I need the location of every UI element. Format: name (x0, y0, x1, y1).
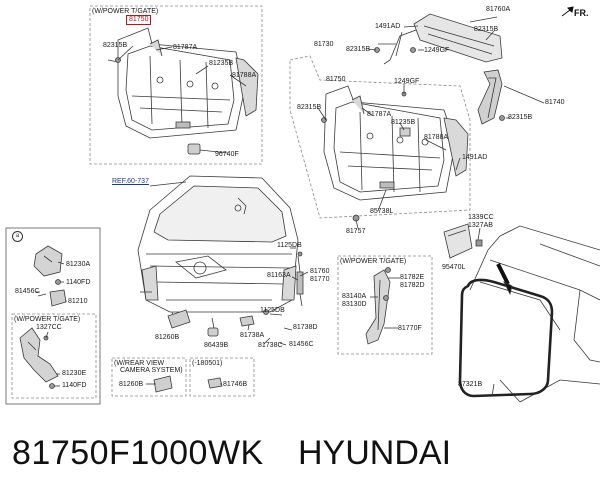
ref-link[interactable]: REF.60-737 (112, 178, 149, 185)
part-number-caption: 81750F1000WK (12, 434, 264, 472)
part-label[interactable]: 81770 (310, 276, 330, 283)
part-label[interactable]: 81788A (232, 72, 257, 79)
vehicle-perspective (469, 225, 600, 403)
part-label[interactable]: 1327CC (36, 324, 62, 331)
front-direction-arrow-icon (561, 6, 574, 17)
part-label[interactable]: 81750 (326, 76, 346, 83)
part-label[interactable]: 82315B (508, 114, 533, 121)
tailgate-inner-panel-power (107, 27, 259, 155)
box-header-rear-view-2: CAMERA SYSTEM) (120, 367, 183, 374)
brand-caption: HYUNDAI (298, 434, 452, 472)
power-latch-assembly (19, 327, 59, 389)
part-label[interactable]: 87321B (458, 381, 483, 388)
box-power-tgate-mid (337, 255, 433, 355)
part-label[interactable]: 81163A (267, 272, 291, 279)
box-header-power-tgate-left: (W/POWER T/GATE) (14, 316, 81, 323)
part-label[interactable]: 81787A (367, 111, 392, 118)
part-label[interactable]: 82315B (346, 46, 371, 53)
box-header-power-tgate-top: (W/POWER T/GATE) (92, 8, 159, 15)
part-label[interactable]: 1125DB (277, 242, 302, 249)
highlighted-part-label[interactable]: 81750 (126, 15, 152, 25)
part-label[interactable]: 81746B (223, 381, 248, 388)
part-label[interactable]: 81230A (66, 261, 91, 268)
part-label[interactable]: 81260B (155, 334, 180, 341)
part-label[interactable]: 81260B (119, 381, 144, 388)
box-header-date-code: (-180501) (192, 360, 223, 367)
part-label[interactable]: 81760 (310, 268, 330, 275)
part-label[interactable]: 1249GF (394, 78, 420, 85)
part-label[interactable]: 81740 (545, 99, 565, 106)
part-label[interactable]: 1339CC (468, 214, 494, 221)
tailgate-upper-trim (374, 13, 503, 65)
side-trim-81740 (477, 69, 505, 125)
box-power-tgate-top (89, 5, 263, 165)
part-label[interactable]: 83140A (342, 293, 367, 300)
part-label[interactable]: 81738A (240, 332, 265, 339)
part-label[interactable]: 81782E (400, 274, 425, 281)
part-label[interactable]: 81210 (68, 298, 88, 305)
box-panel-81750 (289, 55, 471, 219)
box-detail-a (5, 227, 101, 405)
box-header-power-tgate-mid: (W/POWER T/GATE) (340, 258, 407, 265)
part-label[interactable]: 81235B (391, 119, 416, 126)
exploded-parts-diagram (5, 5, 600, 405)
vehicle-rear-body (137, 175, 299, 313)
direction-label: FR. (574, 8, 589, 18)
part-label[interactable]: 86439B (204, 342, 229, 349)
part-label[interactable]: 1140FD (62, 382, 87, 389)
part-label[interactable]: 81770F (398, 325, 422, 332)
power-strut-assembly (365, 267, 391, 345)
part-label[interactable]: 81456C (289, 341, 314, 348)
part-label[interactable]: 81230E (62, 370, 87, 377)
part-label[interactable]: 81235B (209, 60, 234, 67)
part-label[interactable]: 1491AD (462, 154, 488, 161)
box-header-rear-view-1: (W/REAR VIEW (114, 360, 165, 367)
part-label[interactable]: 1140FD (66, 279, 91, 286)
latch-assembly (33, 245, 67, 307)
part-label[interactable]: 82315B (474, 26, 499, 33)
part-label[interactable]: 81738D (293, 324, 318, 331)
weatherstrip-seal (458, 278, 554, 398)
box-date-code (189, 357, 255, 397)
part-label[interactable]: 81738C (258, 342, 283, 349)
box-power-tgate-left (11, 313, 97, 399)
part-label[interactable]: 83130D (342, 301, 367, 308)
part-label[interactable]: 81760A (486, 6, 511, 13)
tailgate-module (443, 223, 483, 259)
detail-marker: a (12, 231, 23, 242)
part-label[interactable]: 81757 (346, 228, 366, 235)
part-label[interactable]: 1491AD (375, 23, 401, 30)
part-label[interactable]: 1249GF (424, 47, 450, 54)
part-label[interactable]: 1125DB (260, 307, 285, 314)
part-label[interactable]: 81456C (15, 288, 40, 295)
gas-strut (263, 251, 304, 315)
part-label[interactable]: 81787A (173, 44, 198, 51)
box-rear-view-camera (111, 357, 187, 397)
tailgate-inner-panel-81750 (321, 85, 469, 222)
camera-bracket (153, 309, 255, 393)
part-label[interactable]: 95470L (442, 264, 466, 271)
part-label[interactable]: 85738L (370, 208, 394, 215)
part-label[interactable]: 82315B (103, 42, 128, 49)
part-label[interactable]: 81782D (400, 282, 425, 289)
part-label[interactable]: 81730 (314, 41, 334, 48)
part-label[interactable]: 82315B (297, 104, 322, 111)
part-label[interactable]: 96740F (215, 151, 239, 158)
part-label[interactable]: 81788A (424, 134, 449, 141)
part-label[interactable]: 1327AB (468, 222, 493, 229)
